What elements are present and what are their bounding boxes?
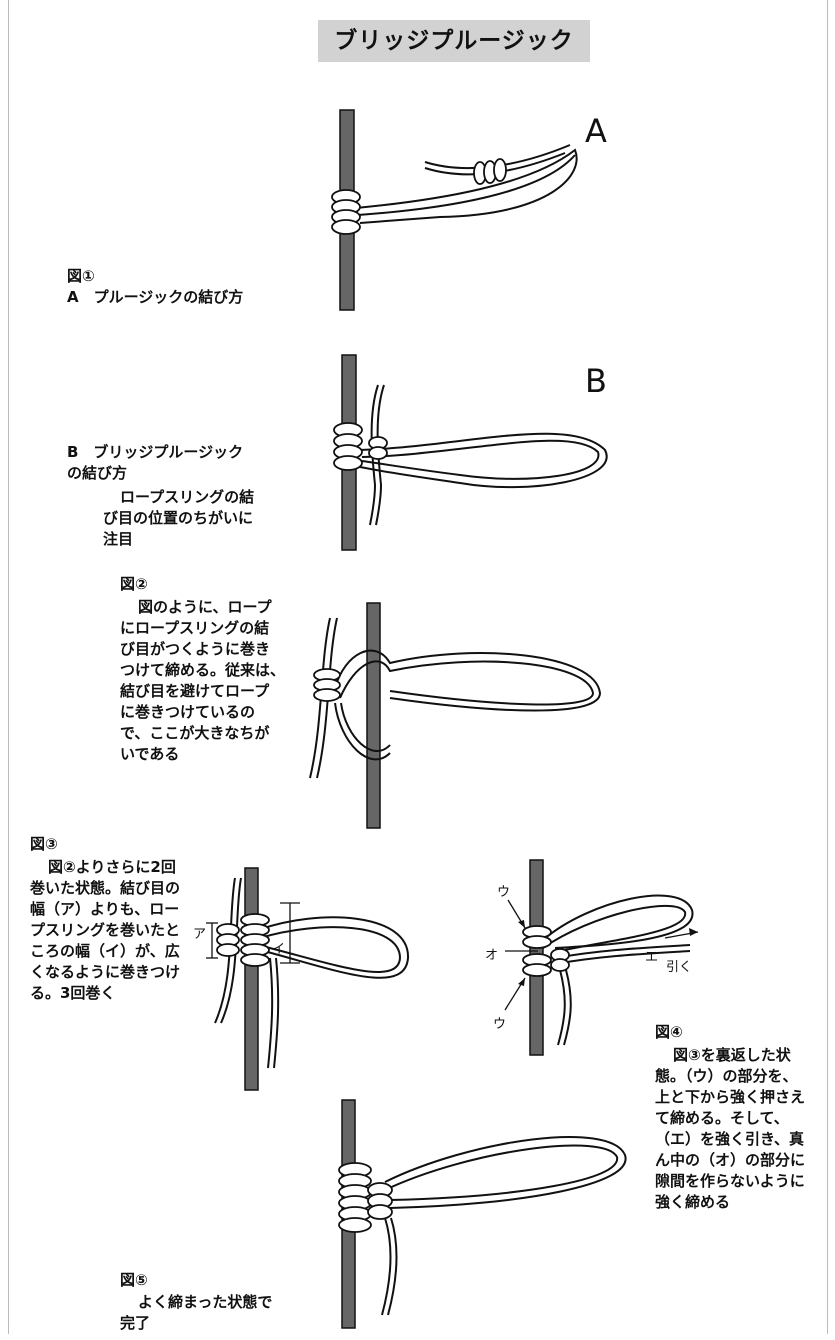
fig1-b-note-1: ロープスリングの結 xyxy=(120,488,255,506)
label-e: エ xyxy=(645,950,659,965)
fig4-line: 強く締める xyxy=(655,1193,731,1211)
label-u-bottom: ウ xyxy=(493,1017,507,1032)
prusik-knot-illustration xyxy=(331,109,578,311)
fig1-b-caption-1: B ブリッジプルージック xyxy=(67,443,244,461)
fig5-line: よく締まった状態で xyxy=(138,1293,273,1311)
fig4-caption: 図③を裏返した状 態。（ウ）の部分を、 上と下から強く押さえ て締める。そして、… xyxy=(655,1045,825,1213)
fig2-line: 結び目を避けてロープ xyxy=(120,682,270,700)
fig4-line: 隙間を作らないように xyxy=(655,1172,805,1190)
fig1-heading: 図① xyxy=(67,267,95,285)
fig4-line: ん中の（オ）の部分に xyxy=(655,1151,806,1169)
fig3-line: 巻いた状態。結び目の xyxy=(30,879,181,897)
fig3-line: 図②よりさらに2回 xyxy=(48,858,176,876)
fig4-heading: 図④ xyxy=(655,1023,683,1041)
fig4-line: 上と下から強く押さえ xyxy=(655,1088,806,1106)
fig4-line: て締める。そして、 xyxy=(655,1109,789,1127)
label-pull: 引く xyxy=(666,960,693,975)
fig3-line: る。3回巻く xyxy=(30,984,116,1002)
fig4-line: （エ）を強く引き、真 xyxy=(655,1130,804,1148)
fig4-line: 図③を裏返した状 xyxy=(673,1046,791,1064)
fig3-line: プスリングを巻いたと xyxy=(30,921,181,939)
label-a: ア xyxy=(193,927,207,942)
step2-sling-around-rope-illustration xyxy=(309,602,602,829)
fig2-line: で、ここが大きなちが xyxy=(120,724,270,742)
step3-wrapped-knot-illustration xyxy=(206,867,410,1091)
fig3-line: くなるように巻きつけ xyxy=(30,963,181,981)
fig3-line: 幅（ア）よりも、ロー xyxy=(30,900,180,918)
label-o: オ xyxy=(485,948,499,963)
bridge-prusik-illustration xyxy=(333,354,608,551)
fig2-line: び目がつくように巻き xyxy=(120,640,271,658)
fig2-line: に巻きつけているの xyxy=(120,703,256,721)
fig2-line: つけて締める。従来は、 xyxy=(120,661,286,679)
fig1-b-note-2: び目の位置のちがいに xyxy=(103,509,254,527)
fig1-b-caption-2: の結び方 xyxy=(67,464,128,482)
fig5-caption: よく締まった状態で 完了 xyxy=(120,1292,272,1334)
step5-finished-knot-illustration xyxy=(338,1099,627,1329)
fig4-line: 態。（ウ）の部分を、 xyxy=(655,1067,798,1085)
fig5-line: 完了 xyxy=(120,1314,151,1332)
marker-a: A xyxy=(585,112,607,150)
fig2-line: 図のように、ロープ xyxy=(138,598,272,616)
fig2-caption: 図のように、ロープ にロープスリングの結 び目がつくように巻き つけて締める。従… xyxy=(120,597,285,765)
fig1-a-caption: A プルージックの結び方 xyxy=(67,288,244,306)
label-i: イ xyxy=(272,942,286,957)
label-u-top: ウ xyxy=(497,885,511,900)
fig3-heading: 図③ xyxy=(30,835,58,853)
page-title: ブリッジプルージック xyxy=(318,20,590,62)
marker-b: B xyxy=(585,362,607,400)
fig5-heading: 図⑤ xyxy=(120,1271,148,1289)
fig3-line: ころの幅（イ）が、広 xyxy=(30,942,180,960)
fig2-line: いである xyxy=(120,745,180,763)
fig1-b-note-3: 注目 xyxy=(103,530,134,548)
page-frame xyxy=(8,0,828,1334)
fig2-heading: 図② xyxy=(120,575,148,593)
step4-reversed-knot-illustration xyxy=(504,859,699,1056)
fig2-line: にロープスリングの結 xyxy=(120,619,270,637)
fig3-caption: 図②よりさらに2回 巻いた状態。結び目の 幅（ア）よりも、ロー プスリングを巻い… xyxy=(30,857,180,1004)
